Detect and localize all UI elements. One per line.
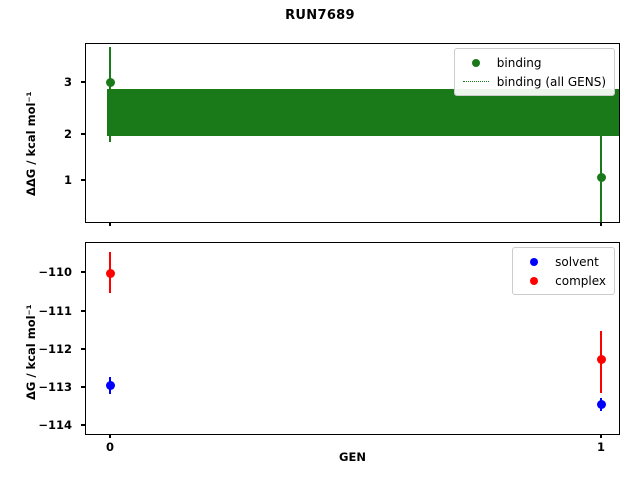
bottom-xtick-1: 1 [596, 440, 605, 454]
top-ytick-2: 2 [63, 127, 72, 141]
complex-marker-icon [519, 276, 549, 285]
legend-label-complex: complex [555, 273, 606, 288]
top-panel-ylabel: ΔΔG / kcal mol⁻¹ [24, 91, 38, 196]
solvent-marker-icon [519, 257, 549, 266]
solvent-point-gen0 [105, 381, 115, 390]
bottom-xtickmark-1 [600, 434, 602, 438]
bottom-xtickmark-0 [109, 434, 111, 438]
bottom-ytick-minus114: −114 [38, 418, 72, 432]
top-xtickmark-0 [109, 222, 111, 226]
bottom-ytickmark-minus111 [81, 310, 85, 312]
bottom-ytickmark-minus112 [81, 348, 85, 350]
binding-point-gen0 [105, 78, 115, 87]
top-ytickmark-2 [81, 133, 85, 135]
bottom-ytickmark-minus110 [81, 271, 85, 273]
top-ytick-3: 3 [63, 75, 72, 89]
top-ytickmark-3 [81, 81, 85, 83]
legend-label-binding: binding [496, 55, 542, 70]
legend-item-binding: binding [461, 53, 606, 72]
bottom-ytickmark-minus114 [81, 424, 85, 426]
legend-label-solvent: solvent [555, 254, 599, 269]
solvent-point-gen1 [596, 400, 606, 409]
legend-item-binding-all-gens: binding (all GENS) [461, 72, 606, 91]
bottom-ytick-minus113: −113 [38, 380, 72, 394]
top-xtickmark-1 [600, 222, 602, 226]
binding-point-gen1 [596, 173, 606, 182]
binding-marker-icon [461, 58, 491, 67]
legend-item-complex: complex [519, 271, 606, 290]
bottom-ytick-minus110: −110 [38, 265, 72, 279]
figure-xlabel: GEN [339, 450, 366, 464]
complex-point-gen0 [105, 268, 115, 278]
top-panel-legend: binding binding (all GENS) [453, 48, 615, 96]
bottom-ytickmark-minus113 [81, 386, 85, 388]
top-ytick-1: 1 [63, 173, 72, 187]
binding-errorbar-gen0 [108, 47, 112, 142]
complex-point-gen1 [596, 354, 606, 364]
bottom-panel-axes: solvent complex [85, 242, 620, 435]
legend-label-binding-all-gens: binding (all GENS) [496, 74, 606, 89]
bottom-ytick-minus111: −111 [38, 304, 72, 318]
bottom-ytick-minus112: −112 [38, 342, 72, 356]
bottom-xtick-0: 0 [105, 440, 114, 454]
binding-errorbar-gen1 [599, 89, 603, 222]
dotted-line-icon [461, 81, 491, 82]
legend-item-solvent: solvent [519, 252, 606, 271]
top-panel-axes: binding binding (all GENS) [85, 43, 620, 223]
top-ytickmark-1 [81, 179, 85, 181]
figure-title: RUN7689 [285, 8, 355, 23]
binding-all-gens-band [107, 89, 619, 136]
bottom-panel-legend: solvent complex [512, 247, 615, 295]
